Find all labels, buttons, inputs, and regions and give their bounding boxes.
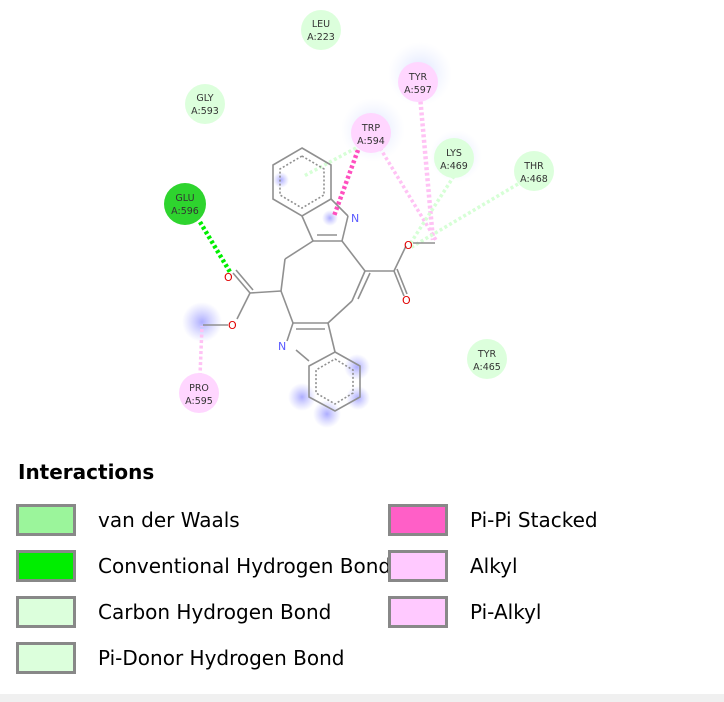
residue-thr-468: THR A:468 <box>514 151 554 191</box>
legend-label: Carbon Hydrogen Bond <box>98 600 332 624</box>
legend-item-van-der-waals: van der Waals <box>16 503 240 537</box>
svg-text:A:223: A:223 <box>307 32 335 43</box>
pi-donor-line <box>303 146 357 178</box>
svg-text:A:595: A:595 <box>185 396 213 407</box>
atom-blobs <box>273 172 370 428</box>
legend-swatch <box>16 550 76 582</box>
residue-tyr-597: TYR A:597 <box>398 62 438 102</box>
oxygen-atom: O <box>404 239 413 252</box>
legend-label: Alkyl <box>470 554 518 578</box>
svg-text:A:597: A:597 <box>404 85 432 96</box>
legend-label: van der Waals <box>98 508 240 532</box>
alkyl-line-2 <box>378 147 438 241</box>
oxygen-atom: O <box>402 294 411 307</box>
residue-leu-223: LEU A:223 <box>301 10 341 50</box>
ligand-bonds <box>203 147 435 412</box>
legend-item-carbon-hydrogen-bond: Carbon Hydrogen Bond <box>16 595 331 629</box>
bottom-bar <box>0 694 724 702</box>
svg-text:THR: THR <box>523 161 544 172</box>
residue-pro-595: PRO A:595 <box>179 373 219 413</box>
svg-text:TYR: TYR <box>477 349 497 360</box>
residue-glu-596: GLU A:596 <box>164 183 206 225</box>
interaction-lines <box>198 95 519 377</box>
legend-swatch <box>16 642 76 674</box>
residue-tyr-465: TYR A:465 <box>467 339 507 379</box>
svg-text:LEU: LEU <box>312 19 330 30</box>
alkyl-line-3 <box>198 325 204 377</box>
legend-item-pi-pi-stacked: Pi-Pi Stacked <box>388 503 598 537</box>
legend-label: Pi-Pi Stacked <box>470 508 598 532</box>
legend-item-pi-donor-hydrogen-bond: Pi-Donor Hydrogen Bond <box>16 641 344 675</box>
oxygen-atom: O <box>224 271 233 284</box>
svg-text:A:465: A:465 <box>473 362 501 373</box>
svg-text:GLY: GLY <box>196 93 213 104</box>
svg-text:GLU: GLU <box>175 193 194 204</box>
residue-gly-593: GLY A:593 <box>185 84 225 124</box>
nitrogen-atom: N <box>351 212 359 225</box>
legend-swatch <box>16 504 76 536</box>
legend-swatch <box>388 550 448 582</box>
svg-text:A:596: A:596 <box>171 206 199 217</box>
interaction-diagram: N N O O O O LEU A:223 GLY A:593 TYR A:59… <box>164 10 554 428</box>
pipi-line <box>331 149 361 217</box>
svg-text:A:468: A:468 <box>520 174 548 185</box>
residues: LEU A:223 GLY A:593 TYR A:597 TRP A:594 … <box>164 10 554 413</box>
nitrogen-atom: N <box>278 340 286 353</box>
legend-label: Pi-Donor Hydrogen Bond <box>98 646 345 670</box>
carbon-hbond-line-2 <box>409 182 519 250</box>
svg-text:PRO: PRO <box>189 383 209 394</box>
legend-item-pi-alkyl: Pi-Alkyl <box>388 595 541 629</box>
svg-text:A:593: A:593 <box>191 106 219 117</box>
legend-item-alkyl: Alkyl <box>388 549 518 583</box>
svg-text:TYR: TYR <box>408 72 428 83</box>
svg-text:A:469: A:469 <box>440 161 468 172</box>
legend-swatch <box>16 596 76 628</box>
legend-title: Interactions <box>18 460 155 484</box>
svg-text:A:594: A:594 <box>357 136 385 147</box>
oxygen-atom: O <box>228 319 237 332</box>
svg-text:TRP: TRP <box>361 123 380 134</box>
legend-item-conventional-hydrogen-bond: Conventional Hydrogen Bond <box>16 549 391 583</box>
legend-swatch <box>388 596 448 628</box>
hbond-line <box>198 220 232 274</box>
residue-trp-594: TRP A:594 <box>351 113 391 153</box>
carbon-hbond-line <box>408 175 456 245</box>
atom-labels: N N O O O O <box>224 212 413 353</box>
svg-text:LYS: LYS <box>446 148 462 159</box>
legend-label: Pi-Alkyl <box>470 600 542 624</box>
residue-lys-469: LYS A:469 <box>434 138 474 178</box>
alkyl-line <box>417 95 436 241</box>
legend-swatch <box>388 504 448 536</box>
legend-label: Conventional Hydrogen Bond <box>98 554 392 578</box>
